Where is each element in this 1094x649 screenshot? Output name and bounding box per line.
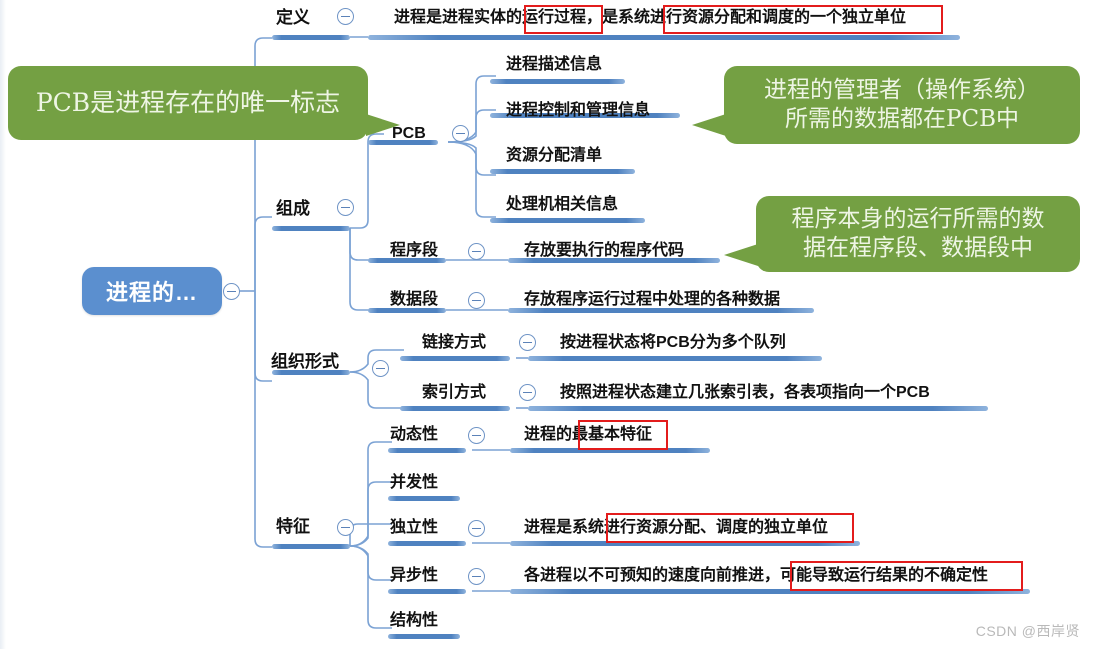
leaf-text: 存放要执行的程序代码 [524, 242, 685, 259]
callout-text: PCB是进程存在的唯一标志 [35, 88, 341, 117]
leaf-text: 存放程序运行过程中处理的各种数据 [524, 291, 781, 308]
collapse-icon-independence[interactable] [468, 520, 485, 537]
node-data-segment[interactable]: 数据段 [390, 292, 438, 308]
collapse-icon-asynchrony[interactable] [468, 568, 485, 585]
node-text: 链接方式 [422, 334, 487, 351]
node-text: 动态性 [390, 426, 439, 443]
leaf-index-method[interactable]: 按照进程状态建立几张索引表，各表项指向一个PCB [560, 385, 930, 401]
collapse-icon-organization[interactable] [372, 360, 389, 377]
collapse-icon-root[interactable] [223, 283, 240, 300]
branch-text: 定义 [276, 8, 310, 27]
leaf-data-segment[interactable]: 存放程序运行过程中处理的各种数据 [524, 292, 780, 308]
node-independence[interactable]: 独立性 [390, 520, 438, 536]
node-program-segment[interactable]: 程序段 [390, 243, 438, 259]
leaf-text: 进程是系统进行资源分配、调度的独立单位 [524, 519, 829, 536]
node-text: PCB [392, 125, 426, 142]
callout-pcb-unique-mark[interactable]: PCB是进程存在的唯一标志 [8, 66, 400, 140]
branch-text: 特征 [276, 517, 310, 536]
collapse-icon-definition[interactable] [337, 8, 354, 25]
callout-line-2: 据在程序段、数据段中 [803, 235, 1033, 261]
callout-tail [724, 244, 758, 266]
leaf-independence[interactable]: 进程是系统进行资源分配、调度的独立单位 [524, 520, 828, 536]
node-concurrency[interactable]: 并发性 [390, 475, 438, 491]
branch-text: 组织形式 [271, 352, 339, 371]
watermark-text: CSDN @西岸贤 [975, 623, 1080, 639]
leaf-text: 处理机相关信息 [506, 196, 619, 213]
leaf-text: 进程是进程实体的运行过程，是系统进行资源分配和调度的一个独立单位 [394, 9, 907, 26]
leaf-text: 各进程以不可预知的速度向前推进，可能导致运行结果的不确定性 [524, 567, 989, 584]
callout-line-1: 程序本身的运行所需的数 [791, 205, 1045, 232]
branch-label-organization[interactable]: 组织形式 [271, 353, 339, 370]
leaf-text: 进程的最基本特征 [524, 426, 653, 443]
branch-label-definition[interactable]: 定义 [276, 9, 310, 26]
leaf-program-segment[interactable]: 存放要执行的程序代码 [524, 243, 684, 259]
leaf-dynamism[interactable]: 进程的最基本特征 [524, 427, 652, 443]
leaf-pcb-item-3[interactable]: 处理机相关信息 [506, 197, 618, 213]
leaf-text: 进程描述信息 [506, 56, 603, 73]
collapse-icon-program-segment[interactable] [468, 243, 485, 260]
collapse-icon-dynamism[interactable] [468, 427, 485, 444]
node-text: 程序段 [390, 242, 439, 259]
node-structurality[interactable]: 结构性 [390, 613, 438, 629]
leaf-pcb-item-1[interactable]: 进程控制和管理信息 [506, 103, 650, 119]
collapse-icon-pcb[interactable] [452, 125, 469, 142]
leaf-pcb-item-2[interactable]: 资源分配清单 [506, 148, 602, 164]
leaf-definition[interactable]: 进程是进程实体的运行过程，是系统进行资源分配和调度的一个独立单位 [394, 10, 906, 26]
leaf-pcb-item-0[interactable]: 进程描述信息 [506, 57, 602, 73]
branch-label-features[interactable]: 特征 [276, 518, 310, 535]
leaf-asynchrony[interactable]: 各进程以不可预知的速度向前推进，可能导致运行结果的不确定性 [524, 568, 988, 584]
branch-label-composition[interactable]: 组成 [276, 200, 310, 217]
leaf-text: 按照进程状态建立几张索引表，各表项指向一个PCB [560, 384, 930, 401]
callout-manager-data-in-pcb[interactable]: 进程的管理者（操作系统） 所需的数据都在PCB中 [692, 66, 1080, 144]
node-text: 独立性 [390, 519, 439, 536]
node-text: 索引方式 [422, 384, 487, 401]
callout-tail [692, 114, 726, 136]
root-node-label: 进程的… [105, 280, 198, 305]
callout-line-1: 进程的管理者（操作系统） [764, 76, 1040, 103]
node-pcb[interactable]: PCB [392, 126, 426, 142]
node-asynchrony[interactable]: 异步性 [390, 568, 438, 584]
node-link-method[interactable]: 链接方式 [422, 335, 486, 351]
collapse-icon-link-method[interactable] [519, 334, 536, 351]
leaf-text: 资源分配清单 [506, 147, 603, 164]
node-text: 并发性 [390, 474, 439, 491]
collapse-icon-features[interactable] [337, 519, 354, 536]
node-text: 结构性 [390, 612, 439, 629]
node-text: 异步性 [390, 567, 439, 584]
branch-text: 组成 [276, 199, 310, 218]
leaf-text: 按进程状态将PCB分为多个队列 [560, 334, 786, 351]
collapse-icon-index-method[interactable] [519, 384, 536, 401]
left-edge-shade [0, 0, 6, 649]
watermark: CSDN @西岸贤 [976, 621, 1080, 641]
node-text: 数据段 [390, 291, 439, 308]
collapse-icon-data-segment[interactable] [468, 292, 485, 309]
callout-line-2: 所需的数据都在PCB中 [785, 106, 1019, 132]
root-node[interactable]: 进程的… [82, 267, 222, 315]
collapse-icon-composition[interactable] [337, 199, 354, 216]
node-index-method[interactable]: 索引方式 [422, 385, 486, 401]
node-dynamism[interactable]: 动态性 [390, 427, 438, 443]
leaf-link-method[interactable]: 按进程状态将PCB分为多个队列 [560, 335, 786, 351]
leaf-text: 进程控制和管理信息 [506, 102, 651, 119]
callout-tail [366, 114, 400, 136]
callout-program-data-segments[interactable]: 程序本身的运行所需的数 据在程序段、数据段中 [724, 196, 1080, 272]
